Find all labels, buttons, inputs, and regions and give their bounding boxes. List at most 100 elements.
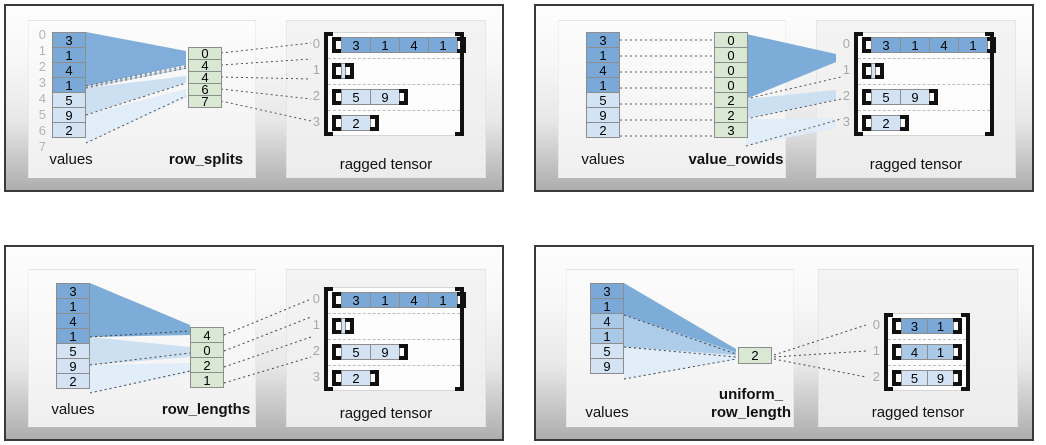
value-cell: 1: [586, 77, 620, 93]
row-right-bracket: [345, 318, 354, 334]
tensor-cell: 1: [370, 292, 400, 308]
row-right-bracket: [987, 37, 996, 53]
value-rowids-cell: 2: [714, 107, 748, 123]
tensor-left-bracket: [324, 32, 333, 136]
row-right-bracket: [900, 115, 909, 131]
value-rowids-column: 0 0 0 0 2 2 3: [714, 32, 748, 138]
row-divider: [328, 110, 460, 111]
row-left-bracket: [332, 115, 341, 131]
tensor-row-label: 0: [842, 36, 850, 51]
tensor-caption: ragged tensor: [871, 404, 965, 421]
row-left-bracket: [332, 318, 341, 334]
encoding-caption: row_splits: [168, 151, 244, 168]
tensor-row-label: 3: [312, 369, 320, 384]
row-right-bracket: [953, 318, 962, 334]
ruler-index: 4: [38, 91, 46, 106]
value-cell: 1: [52, 77, 86, 93]
row-divider: [858, 84, 990, 85]
row-left-bracket: [862, 89, 871, 105]
tensor-caption: ragged tensor: [339, 405, 433, 422]
ruler-index: 1: [38, 43, 46, 58]
row-left-bracket: [862, 63, 871, 79]
tensor-caption: ragged tensor: [869, 156, 963, 173]
tensor-right-bracket: [455, 32, 464, 136]
row-right-bracket: [370, 370, 379, 386]
row-right-bracket: [370, 115, 379, 131]
tensor-cell: 4: [901, 344, 928, 360]
tensor-cell: 2: [341, 115, 371, 131]
tensor-cell: 1: [900, 37, 930, 53]
fan-lines-value-rowids: [620, 34, 842, 147]
row-right-bracket: [953, 370, 962, 386]
value-cell: 4: [56, 313, 90, 329]
row-right-bracket: [399, 89, 408, 105]
encoding-caption-line2: row_length: [710, 404, 791, 421]
ragged-tensor-row-splits: 3 1 4 1 5 9 2: [324, 32, 466, 136]
ruler-index: 7: [38, 139, 46, 154]
fan-lines-uniform-row-length: [623, 283, 867, 380]
value-cell: 1: [590, 298, 624, 314]
row-right-bracket: [929, 89, 938, 105]
value-cell: 4: [590, 313, 624, 329]
tensor-row-label: 2: [312, 343, 320, 358]
tensor-row-label: 1: [872, 343, 880, 358]
ruler-index: 3: [38, 75, 46, 90]
tensor-cell: 5: [871, 89, 901, 105]
row-right-bracket: [457, 292, 466, 308]
ruler-index: 0: [38, 27, 46, 42]
row-left-bracket: [332, 63, 341, 79]
values-column-row-splits: 3 1 4 1 5 9 2: [52, 32, 86, 138]
tensor-cell: 3: [871, 37, 901, 53]
row-right-bracket: [345, 63, 354, 79]
tensor-row-label: 1: [312, 317, 320, 332]
value-cell: 9: [52, 107, 86, 123]
row-left-bracket: [332, 89, 341, 105]
value-rowids-cell: 0: [714, 47, 748, 63]
encoding-caption: value_rowids: [688, 151, 784, 168]
ragged-tensor-value-rowids: 3 1 4 1 5 9 2: [854, 32, 996, 136]
row-divider: [328, 339, 460, 340]
tensor-cell: 2: [871, 115, 901, 131]
row-lengths-cell: 4: [190, 327, 224, 343]
row-left-bracket: [332, 370, 341, 386]
row-splits-cell: 7: [188, 95, 222, 108]
values-caption: values: [49, 151, 93, 168]
value-cell: 3: [590, 283, 624, 299]
value-cell: 3: [586, 32, 620, 48]
tensor-cell: 4: [399, 292, 429, 308]
tensor-cell: 5: [341, 344, 371, 360]
tensor-row-label: 1: [312, 62, 320, 77]
row-left-bracket: [332, 37, 341, 53]
tensor-cell: 3: [901, 318, 928, 334]
tensor-row-label: 3: [312, 114, 320, 129]
row-left-bracket: [892, 344, 901, 360]
values-caption: values: [581, 151, 625, 168]
tensor-cell: 4: [929, 37, 959, 53]
value-cell: 1: [56, 298, 90, 314]
row-divider: [328, 58, 460, 59]
value-rowids-cell: 0: [714, 62, 748, 78]
ruler-index: 2: [38, 59, 46, 74]
value-cell: 1: [56, 328, 90, 344]
tensor-cell: 1: [428, 37, 458, 53]
tensor-cell: 5: [901, 370, 928, 386]
tensor-row-label: 3: [842, 114, 850, 129]
ruler-index: 5: [38, 107, 46, 122]
tensor-left-bracket: [854, 32, 863, 136]
tensor-cell: 9: [927, 370, 954, 386]
value-rowids-cell: 0: [714, 77, 748, 93]
panel-value-rowids: 3 1 4 1 5 9 2 0 0 0 0 2 2 3 3: [534, 4, 1034, 192]
tensor-row-label: 0: [872, 317, 880, 332]
row-lengths-cell: 1: [190, 372, 224, 388]
tensor-cell-empty: [871, 63, 876, 79]
tensor-right-bracket: [985, 32, 994, 136]
tensor-row-label: 2: [842, 88, 850, 103]
value-cell: 5: [52, 92, 86, 108]
fan-lines-row-lengths: [89, 283, 312, 394]
row-divider: [888, 365, 966, 366]
values-column-uniform-row-length: 3 1 4 1 5 9: [590, 283, 624, 374]
values-column-value-rowids: 3 1 4 1 5 9 2: [586, 32, 620, 138]
tensor-cell: 1: [927, 344, 954, 360]
tensor-cell: 1: [927, 318, 954, 334]
